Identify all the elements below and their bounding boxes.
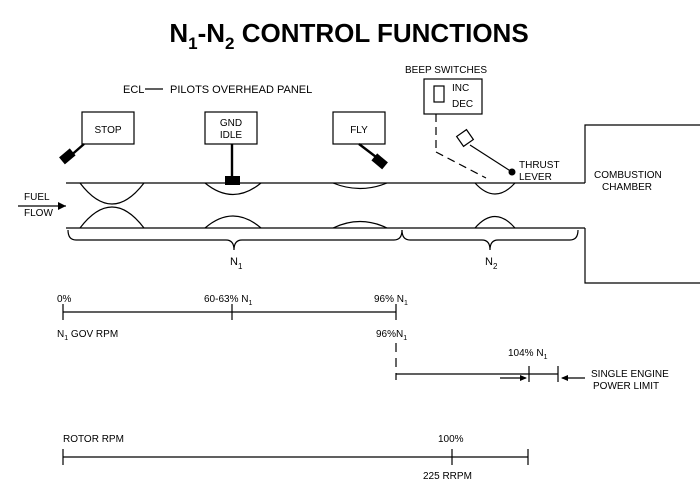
gnd-idle-lever-knob — [225, 176, 240, 185]
beep-switch-box — [423, 78, 483, 115]
fuel-label: FUEL — [24, 192, 50, 203]
stop-valve-lower — [79, 206, 145, 229]
idle-label: IDLE — [220, 130, 243, 141]
chamber-label-1: COMBUSTION — [594, 170, 662, 181]
idle-valve-upper — [204, 182, 262, 195]
scale-power-mark: 104% N1 — [508, 348, 548, 361]
stop-valve-upper — [79, 182, 145, 205]
stop-lever-knob — [59, 148, 76, 165]
stop-box — [81, 111, 135, 145]
gnd-label: GND — [220, 118, 242, 129]
fly-valve-upper — [332, 182, 388, 190]
fly-lever-knob — [371, 153, 388, 170]
fly-valve-lower — [332, 220, 388, 229]
scale-n1-zero: 0% — [57, 294, 72, 305]
idle-valve-lower — [204, 215, 262, 229]
n1-brace-label: N1 — [230, 256, 243, 271]
beep-switches-label: BEEP SWITCHES — [405, 65, 487, 76]
fly-label: FLY — [350, 125, 368, 136]
scale-n1-end: 96% N1 — [374, 294, 408, 307]
ecl-label: ECL — [123, 84, 144, 96]
n2-valve-lower — [474, 215, 516, 229]
n2-brace — [401, 229, 579, 251]
chamber-lower-wall — [584, 228, 700, 284]
beep-switch-toggle — [433, 85, 445, 103]
thrust-lever-label-2: LEVER — [519, 172, 552, 183]
beep-dec-label: DEC — [452, 99, 473, 110]
flow-label: FLOW — [24, 208, 53, 219]
fuel-flow-arrowhead — [58, 202, 66, 210]
thrust-lever-handle — [455, 128, 475, 148]
chamber-upper-wall — [584, 124, 700, 183]
thrust-lever-arm — [469, 144, 513, 173]
single-engine-label: SINGLE ENGINE — [591, 369, 669, 380]
n2-brace-label: N2 — [485, 256, 498, 271]
beep-link-diagonal — [435, 151, 487, 179]
thrust-lever-label-1: THRUST — [519, 160, 560, 171]
page-title: N1-N2 CONTROL FUNCTIONS — [169, 18, 528, 53]
scale-power-arrowhead-right — [520, 375, 527, 381]
n2-valve-upper — [474, 182, 516, 195]
rotor-rpm-label: ROTOR RPM — [63, 434, 124, 445]
rotor-100-label: 100% — [438, 434, 464, 445]
scale-n1-mid: 60-63% N1 — [204, 294, 252, 307]
rotor-rrpm-label: 225 RRPM — [423, 471, 472, 482]
scale-power-start: 96%N1 — [376, 329, 407, 342]
scale-n1-gov-label: N1 GOV RPM — [57, 329, 118, 342]
overhead-panel-label: PILOTS OVERHEAD PANEL — [170, 84, 312, 96]
power-limit-label: POWER LIMIT — [593, 381, 659, 392]
stop-label: STOP — [94, 125, 121, 136]
n1-brace — [67, 229, 403, 251]
scale-power-arrowhead-left — [561, 375, 568, 381]
thrust-lever-pivot — [508, 168, 516, 176]
chamber-label-2: CHAMBER — [602, 182, 652, 193]
beep-inc-label: INC — [452, 83, 469, 94]
